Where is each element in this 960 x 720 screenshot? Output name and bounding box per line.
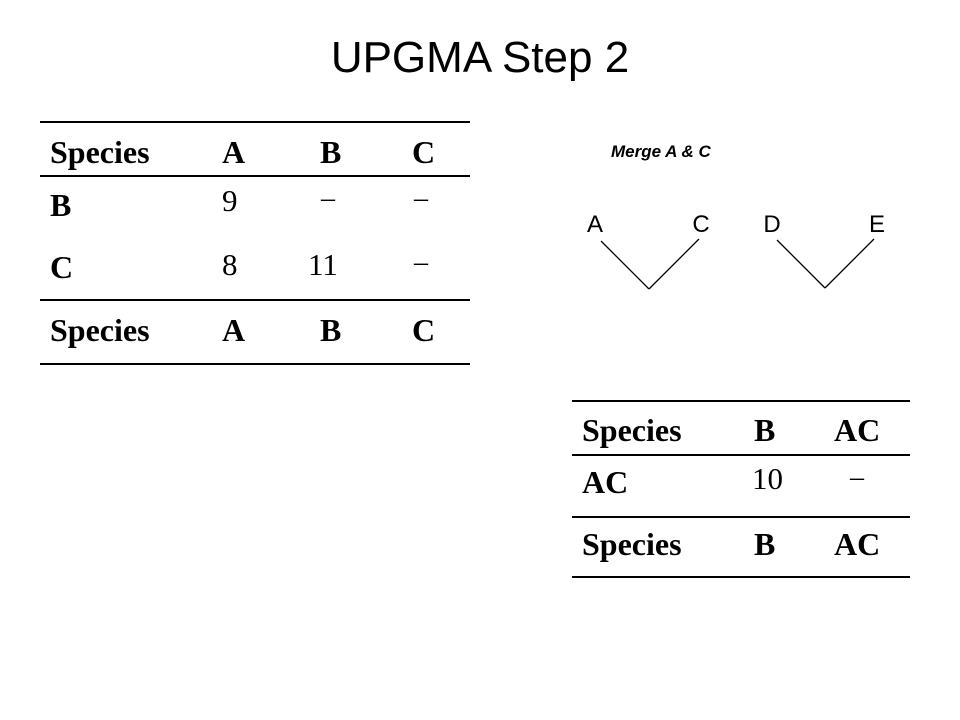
table-bottom-rule bbox=[572, 576, 910, 578]
footer-ac: AC bbox=[834, 526, 881, 562]
footer-species: Species bbox=[50, 312, 150, 348]
tree-branch-a bbox=[600, 240, 650, 290]
footer-b: B bbox=[754, 526, 776, 562]
cell-ac-b: 10 bbox=[752, 461, 783, 496]
header-b: B bbox=[320, 134, 342, 170]
cell-c-b: 11 bbox=[308, 247, 338, 282]
distance-table-abc: Species A B C B 9 – – C 8 11 – Species A… bbox=[40, 121, 470, 367]
cell-ac-ac: – bbox=[850, 462, 864, 493]
cell-b-a: 9 bbox=[222, 183, 238, 218]
header-species: Species bbox=[50, 134, 150, 170]
cell-b-b: – bbox=[321, 183, 335, 214]
table-top-rule bbox=[572, 400, 910, 402]
footer-a: A bbox=[222, 312, 246, 348]
table-bottom-rule bbox=[40, 363, 470, 365]
tree-leaf-a: A bbox=[586, 211, 603, 238]
header-species: Species bbox=[582, 412, 682, 448]
cell-b-c: – bbox=[414, 183, 428, 214]
header-b: B bbox=[754, 412, 776, 448]
tree-leaf-d: D bbox=[763, 211, 781, 238]
row-label-b: B bbox=[50, 187, 72, 223]
row-label-ac: AC bbox=[582, 464, 629, 500]
table-header-rule bbox=[572, 454, 910, 456]
table-mid-rule bbox=[40, 299, 470, 301]
row-label-c: C bbox=[50, 249, 74, 285]
cell-c-c: – bbox=[414, 247, 428, 278]
table-top-rule bbox=[40, 121, 470, 123]
header-a: A bbox=[222, 134, 246, 170]
tree-branch-c bbox=[648, 238, 700, 290]
slide-title: UPGMA Step 2 bbox=[330, 33, 630, 82]
merge-caption: Merge A & C bbox=[611, 142, 711, 161]
tree-branch-d bbox=[776, 239, 826, 289]
footer-species: Species bbox=[582, 526, 682, 562]
table-mid-rule bbox=[572, 516, 910, 518]
cell-c-a: 8 bbox=[222, 247, 238, 282]
table-header-rule bbox=[40, 175, 470, 177]
footer-c: C bbox=[412, 312, 436, 348]
tree-leaf-e: E bbox=[868, 211, 885, 238]
tree-leaf-c: C bbox=[692, 211, 710, 238]
header-ac: AC bbox=[834, 412, 881, 448]
header-c: C bbox=[412, 134, 436, 170]
distance-table-b-ac: Species B AC AC 10 – Species B AC bbox=[572, 400, 910, 582]
footer-b: B bbox=[320, 312, 342, 348]
tree-branch-e bbox=[824, 238, 875, 289]
